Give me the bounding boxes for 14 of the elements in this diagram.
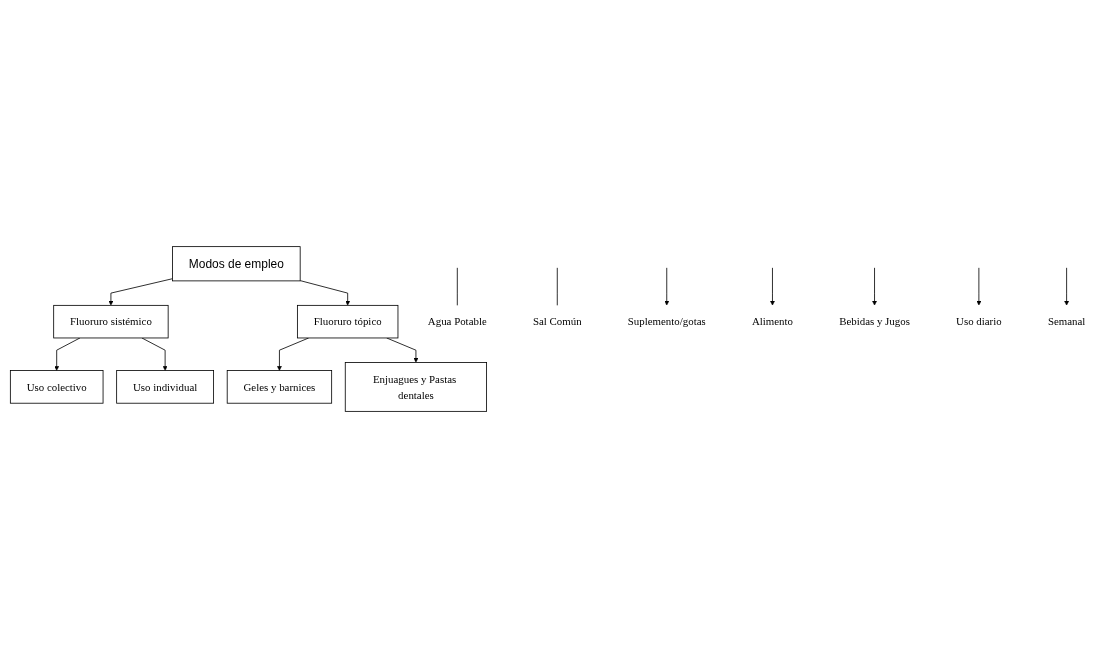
node-text: Bebidas y Jugos — [839, 315, 910, 328]
node-text: Alimento — [751, 315, 793, 328]
node-text: Sal Común — [532, 315, 582, 328]
node-text: Semanal — [1047, 315, 1086, 328]
node-text: Agua Potable — [427, 315, 487, 328]
node-box: Geles y barnices — [226, 369, 333, 404]
node-text: Suplemento/gotas — [627, 315, 706, 328]
node-box: Fluoruro sistémico — [53, 304, 169, 338]
node-text: Uso diario — [956, 315, 1002, 328]
node-box: Uso individual — [116, 369, 214, 404]
node-box: Modos de empleo — [172, 245, 301, 281]
node-box: Fluoruro tópico — [296, 304, 399, 338]
node-box: Uso colectivo — [9, 369, 104, 404]
node-box: Enjuagues y Pastas dentales — [344, 361, 487, 412]
